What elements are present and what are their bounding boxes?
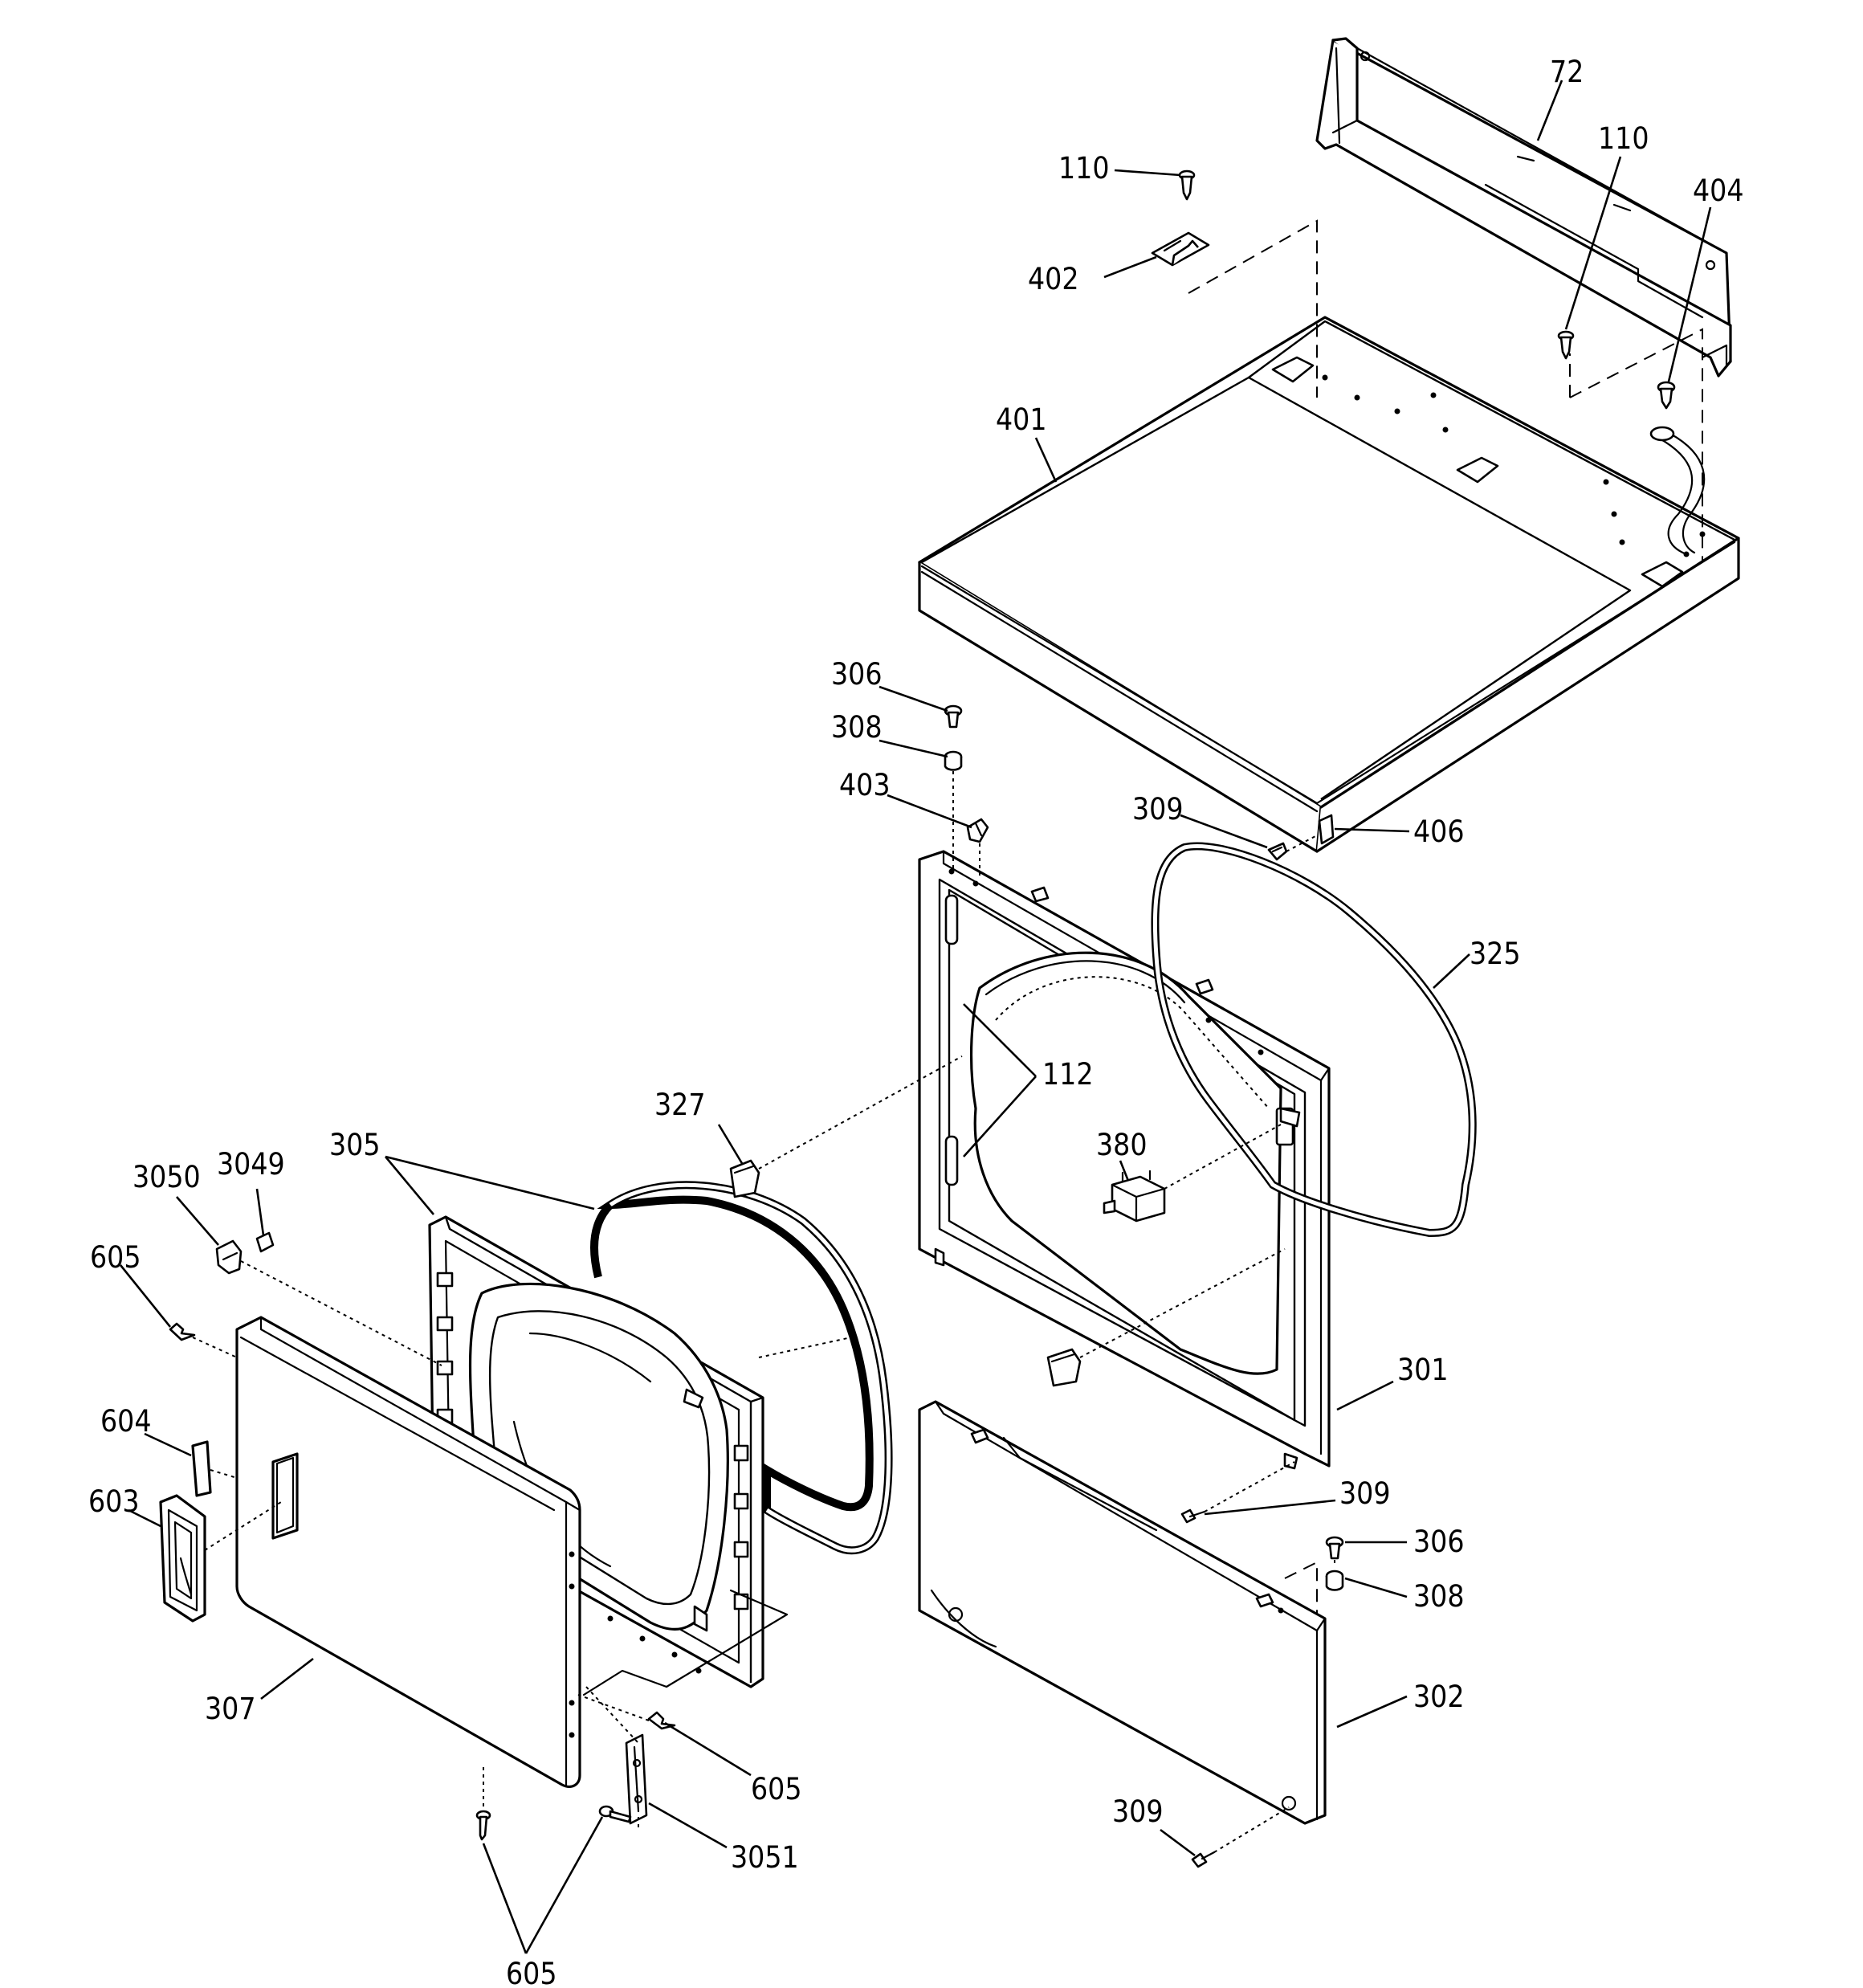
callout-110-panel: 110	[1598, 121, 1649, 156]
bracket-406	[1318, 814, 1335, 845]
screw-306-top	[944, 704, 963, 729]
screw-306-bottom	[1325, 1536, 1344, 1560]
callout-72: 72	[1550, 55, 1584, 89]
callout-302: 302	[1413, 1680, 1465, 1714]
callout-327: 327	[654, 1088, 706, 1122]
screw-110-top	[1178, 169, 1196, 201]
callout-605-hinge: 605	[751, 1772, 802, 1806]
callout-402: 402	[1028, 262, 1079, 296]
outer-door	[235, 1316, 581, 1788]
callout-308-top: 308	[831, 710, 883, 745]
kick-panel	[918, 1400, 1327, 1825]
assembly-lines	[192, 771, 1335, 1853]
clip-403	[966, 818, 989, 843]
frame-seal-hint	[995, 976, 1270, 1109]
door-handle	[159, 1494, 206, 1623]
callout-605-bottom: 605	[506, 1957, 557, 1988]
screw-309-bottom	[1191, 1851, 1216, 1868]
screw-404	[1657, 381, 1676, 410]
callout-3049: 3049	[217, 1147, 285, 1182]
top-cover	[918, 316, 1740, 853]
door-strike-327	[729, 1159, 760, 1198]
alignment-dashes-top	[1188, 219, 1703, 562]
callout-307: 307	[205, 1692, 256, 1726]
callout-301: 301	[1397, 1353, 1449, 1387]
screw-110-panel	[1557, 330, 1575, 360]
callout-labels: 72 110 110 404 402 401 306 308 403 309 4…	[88, 55, 1744, 1988]
callout-308-bottom: 308	[1413, 1579, 1465, 1614]
callout-604: 604	[100, 1404, 152, 1439]
callout-406: 406	[1413, 814, 1465, 849]
screw-605-left	[169, 1322, 196, 1341]
door-strike-lower	[1046, 1348, 1082, 1387]
callout-401: 401	[996, 402, 1047, 437]
door-switch-380	[1103, 1170, 1166, 1223]
drum-seal-gasket	[1151, 842, 1477, 1238]
callout-603: 603	[88, 1484, 140, 1519]
screw-309-top	[1267, 842, 1288, 861]
callout-112: 112	[1042, 1057, 1094, 1092]
callout-380: 380	[1096, 1128, 1148, 1162]
callout-325: 325	[1470, 937, 1521, 971]
callout-305: 305	[329, 1128, 381, 1162]
screw-309-mid	[1180, 1508, 1206, 1524]
hinge-bracket-402	[1151, 231, 1210, 267]
front-panel-frame	[918, 850, 1331, 1470]
backsplash-panel	[1315, 37, 1732, 378]
callout-605-left: 605	[90, 1240, 141, 1275]
leader-lines	[119, 80, 1712, 1954]
door-hinge-3051	[625, 1733, 648, 1825]
callout-306-top: 306	[831, 657, 883, 692]
callout-3050: 3050	[132, 1160, 201, 1194]
callout-309-bottom: 309	[1112, 1794, 1164, 1829]
callout-306-bottom: 306	[1413, 1525, 1465, 1559]
callout-309-top: 309	[1132, 792, 1184, 827]
callout-3051: 3051	[731, 1840, 799, 1875]
latch-clip-3049	[255, 1231, 275, 1253]
spacer-308-top	[944, 750, 963, 771]
door-latch-3050	[215, 1239, 243, 1275]
callout-404: 404	[1693, 173, 1744, 208]
spacer-308-bottom	[1325, 1570, 1344, 1591]
handle-insert	[191, 1440, 212, 1497]
callout-403: 403	[839, 768, 891, 802]
callout-110-top: 110	[1058, 151, 1110, 186]
screw-605-bottom-b	[598, 1805, 632, 1823]
callout-309-mid: 309	[1339, 1476, 1391, 1511]
screw-605-bottom-a	[475, 1810, 491, 1841]
